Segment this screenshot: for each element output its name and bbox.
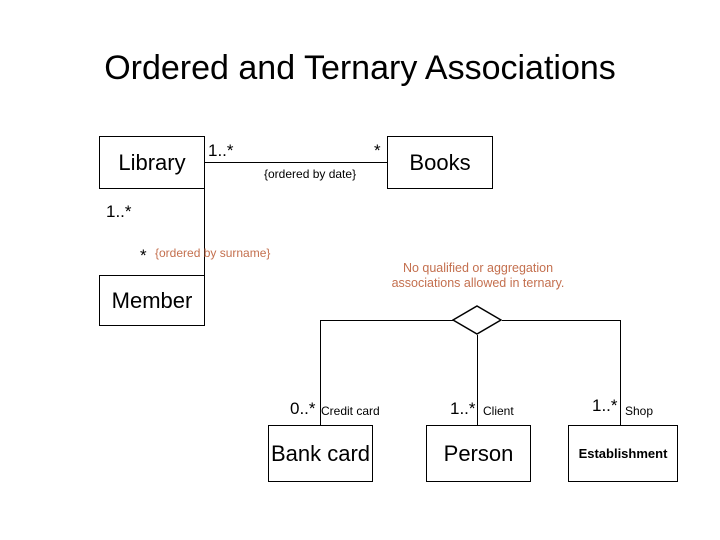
role-client: Client — [483, 404, 514, 418]
class-name-bank-card: Bank card — [270, 440, 371, 466]
multiplicity-person: 1..* — [450, 399, 476, 418]
ternary-drop-person — [477, 335, 478, 425]
class-name-establishment: Establishment — [578, 446, 668, 461]
multiplicity-library-member-source: 1..* — [106, 202, 132, 221]
role-credit-card: Credit card — [321, 404, 380, 418]
constraint-ordered-by-surname: {ordered by surname} — [155, 246, 271, 260]
association-line-library-books — [205, 162, 387, 163]
role-shop: Shop — [625, 404, 654, 418]
multiplicity-library-member-target: * — [140, 246, 147, 265]
page-title: Ordered and Ternary Associations — [104, 49, 616, 87]
multiplicity-library-books-target: * — [374, 141, 381, 160]
class-name-person: Person — [443, 440, 514, 466]
multiplicity-library-books-source: 1..* — [208, 141, 234, 160]
ternary-diamond-icon — [452, 305, 502, 335]
multiplicity-bank-card: 0..* — [290, 399, 316, 418]
multiplicity-establishment: 1..* — [592, 396, 618, 415]
association-line-library-member — [204, 189, 205, 275]
class-box-establishment[interactable]: Establishment — [568, 425, 678, 482]
ternary-drop-bank-card — [320, 320, 321, 425]
ternary-line-left — [320, 320, 453, 321]
class-box-books[interactable]: Books — [387, 136, 493, 189]
class-box-person[interactable]: Person — [426, 425, 531, 482]
class-name-library: Library — [118, 149, 186, 175]
constraint-ordered-by-date: {ordered by date} — [264, 167, 357, 181]
class-box-member[interactable]: Member — [99, 275, 205, 326]
class-box-bank-card[interactable]: Bank card — [268, 425, 373, 482]
ternary-note: No qualified or aggregation associations… — [358, 261, 598, 291]
class-box-library[interactable]: Library — [99, 136, 205, 189]
ternary-drop-establishment — [620, 320, 621, 425]
ternary-note-line-1: No qualified or aggregation — [402, 261, 554, 275]
ternary-note-line-2: associations allowed in ternary. — [391, 276, 565, 290]
class-name-member: Member — [111, 287, 193, 313]
class-name-books: Books — [409, 149, 471, 175]
ternary-line-right — [502, 320, 621, 321]
